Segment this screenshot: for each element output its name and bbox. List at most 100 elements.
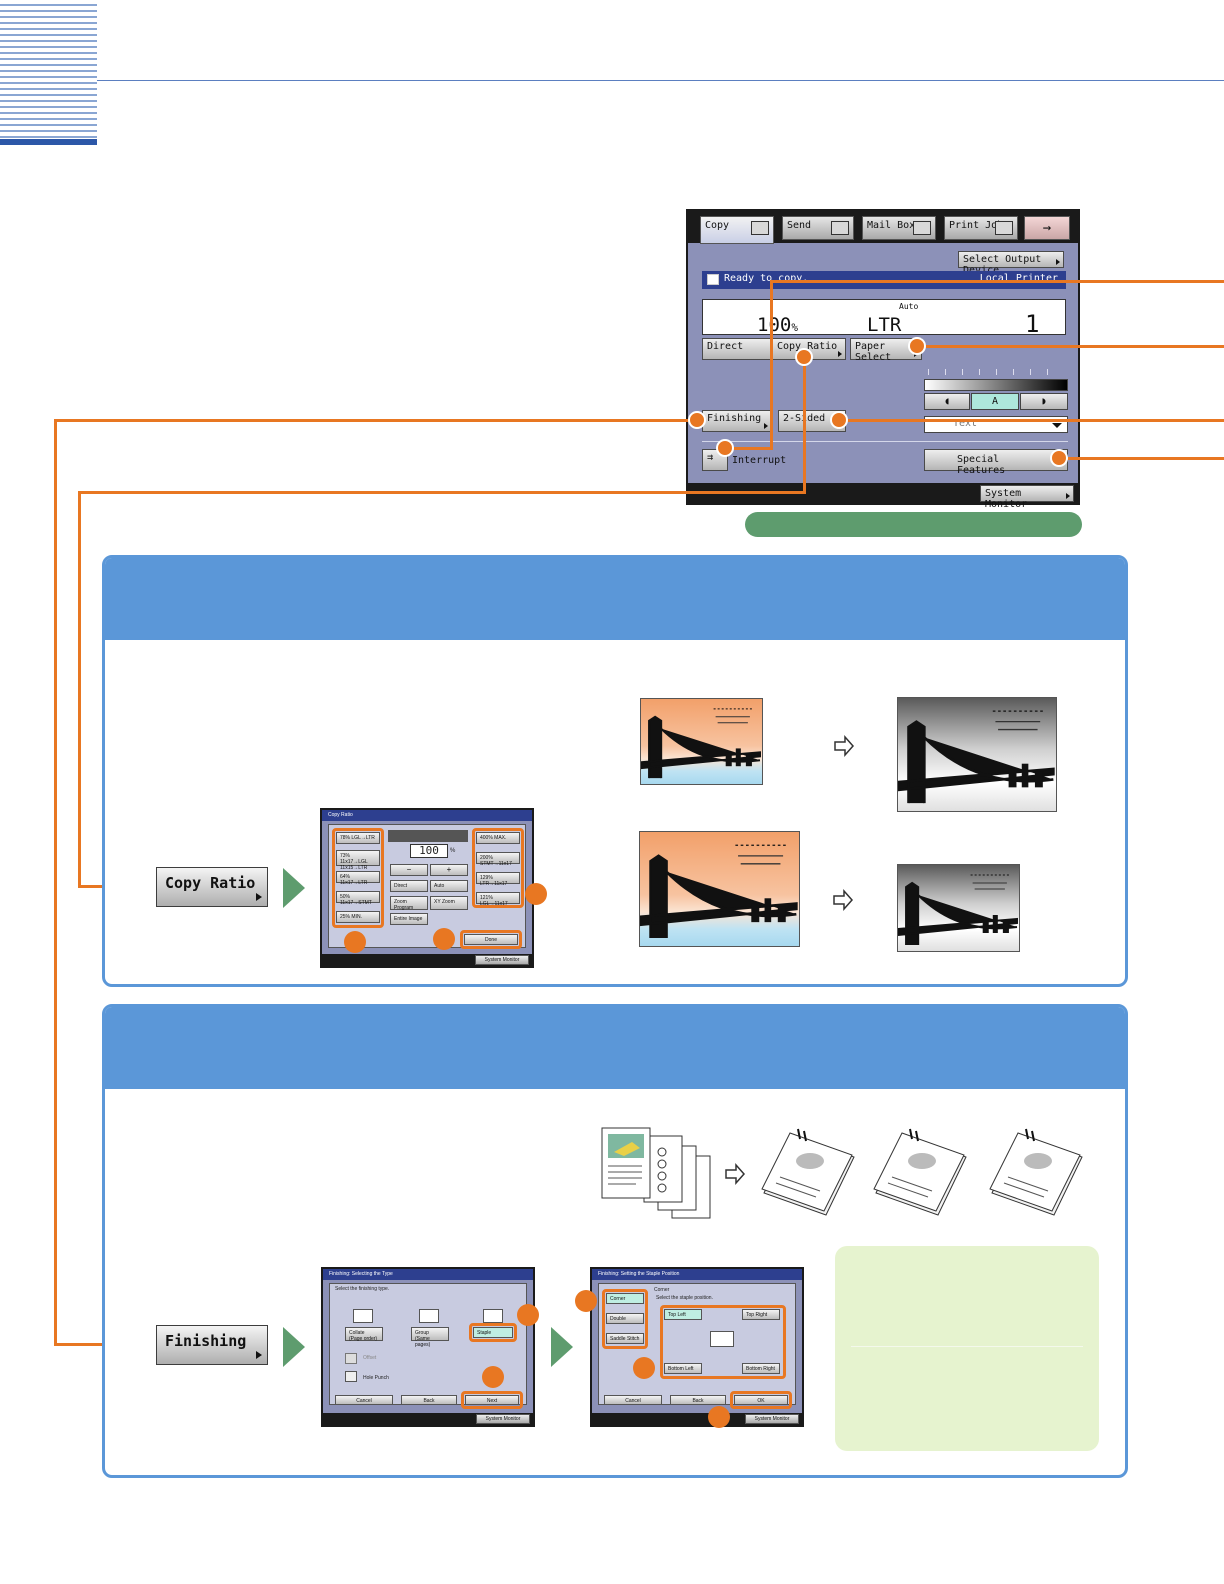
preset-78-button[interactable]: 78% LGL→LTR	[336, 832, 380, 844]
density-darker-icon[interactable]: ◗	[1020, 393, 1068, 410]
preset-25-button[interactable]: 25% MIN.	[336, 911, 380, 923]
direct-button[interactable]: Direct	[702, 338, 772, 360]
density-lighter-icon[interactable]: ◖	[924, 393, 970, 410]
entire-image-button[interactable]: Entire Image	[390, 913, 428, 925]
ratio-auto-button[interactable]: Auto	[430, 880, 468, 892]
finishing-type-prompt: Select the finishing type.	[335, 1286, 390, 1292]
callout-line-paper-select	[916, 345, 1224, 348]
tab-copy[interactable]: Copy	[700, 216, 774, 244]
preset-73-button[interactable]: 73% 11x17→LGL 11x15→LTR	[336, 850, 380, 871]
original-documents-illustration	[601, 1127, 711, 1219]
staple-corner-button[interactable]: Corner	[606, 1293, 644, 1304]
send-icon	[831, 221, 849, 235]
ratio-direct-button[interactable]: Direct	[390, 880, 428, 892]
preset-200-button[interactable]: 200% STMT→11x17	[476, 852, 520, 867]
finishing-type-screen: Finishing: Selecting the Type Select the…	[321, 1267, 535, 1427]
ratio-done-button[interactable]: Done	[464, 934, 518, 945]
step-marker-reduce	[344, 931, 366, 953]
staple-double-button[interactable]: Double	[606, 1313, 644, 1324]
bridge-reduced-copy	[897, 864, 1020, 952]
staple-cancel-button[interactable]: Cancel	[604, 1395, 662, 1405]
stapled-document-2-illustration	[873, 1128, 967, 1216]
note-rule	[851, 1346, 1083, 1347]
ratio-plus-button[interactable]: +	[430, 864, 468, 876]
xy-zoom-button[interactable]: XY Zoom	[430, 896, 468, 910]
callout-dot-copy-ratio	[795, 348, 813, 366]
copy-main-screen: Copy Send Mail Box Print Job → Select Ou…	[686, 209, 1080, 510]
status-text: Ready to copy.	[724, 273, 809, 284]
enlarge-arrow-icon	[834, 735, 855, 757]
offset-label: Offset	[363, 1355, 377, 1361]
green-caption-pill	[745, 512, 1082, 537]
tab-send[interactable]: Send	[782, 216, 854, 240]
collate-button[interactable]: Collate (Page order)	[345, 1327, 383, 1342]
step-marker-staple-type	[575, 1290, 597, 1312]
tab-print-job[interactable]: Print Job	[944, 216, 1018, 240]
ratio-system-monitor-button[interactable]: System Monitor	[475, 955, 529, 965]
finishing-back-button[interactable]: Back	[401, 1395, 457, 1405]
paper-auto-label: Auto	[899, 302, 919, 311]
staple-preview-icon	[710, 1331, 734, 1347]
staple-position-screen: Finishing: Setting the Staple Position C…	[590, 1267, 804, 1427]
ratio-value-field[interactable]: 100	[410, 844, 448, 858]
saddle-stitch-button[interactable]: Saddle Stitch	[606, 1333, 644, 1344]
staple-ok-button[interactable]: OK	[734, 1395, 788, 1405]
staple-button[interactable]: Staple	[473, 1327, 513, 1338]
ratio-minus-button[interactable]: −	[390, 864, 428, 876]
copy-ratio-feature-button[interactable]: Copy Ratio	[156, 867, 268, 907]
callout-line-special-features	[1058, 457, 1224, 460]
callout-line-two-sided	[838, 419, 1224, 422]
finishing2-system-monitor-button[interactable]: System Monitor	[745, 1414, 799, 1424]
bridge-enlarged-copy	[897, 697, 1057, 812]
hole-punch-icon[interactable]	[345, 1371, 357, 1382]
select-output-device-label: Select Output Device	[963, 254, 1042, 276]
preset-50-button[interactable]: 50% 11x17→STMT	[336, 891, 380, 906]
callout-line-1	[770, 280, 1224, 283]
group-button[interactable]: Group (Same pages)	[411, 1327, 449, 1348]
staple-top-left-button[interactable]: Top Left	[664, 1309, 702, 1320]
staple-bottom-right-button[interactable]: Bottom Right	[742, 1363, 780, 1374]
copy-ratio-screen-title: Copy Ratio	[322, 810, 532, 821]
finishing-arrow-icon	[725, 1163, 746, 1185]
preset-121-button[interactable]: 121% LGL→11x17	[476, 892, 520, 907]
copy-ratio-feature-label: Copy Ratio	[165, 874, 256, 892]
finishing-button[interactable]: Finishing	[702, 410, 772, 432]
staple-bottom-left-button[interactable]: Bottom Left	[664, 1363, 702, 1374]
density-scale[interactable]	[924, 379, 1068, 391]
ratio-info-bar	[388, 830, 468, 842]
select-output-device-button[interactable]: Select Output Device	[958, 251, 1064, 276]
copy-ratio-section-header	[105, 558, 1125, 640]
staple-position-highlight	[660, 1305, 786, 1379]
finishing1-system-monitor-button[interactable]: System Monitor	[476, 1414, 530, 1424]
note-box	[835, 1246, 1099, 1451]
callout-line-1-vertical	[770, 280, 773, 450]
tab-mail-box[interactable]: Mail Box	[862, 216, 936, 240]
tab-copy-label: Copy	[705, 220, 730, 231]
staple-type-highlight	[602, 1289, 648, 1349]
offset-icon[interactable]	[345, 1353, 357, 1364]
finishing-cancel-button[interactable]: Cancel	[335, 1395, 393, 1405]
density-ticks	[928, 369, 1064, 375]
mailbox-icon	[913, 221, 931, 235]
local-printer-text: Local Printer	[979, 273, 1058, 284]
staple-icon	[483, 1309, 503, 1323]
staple-back-button[interactable]: Back	[670, 1395, 726, 1405]
system-monitor-button[interactable]: System Monitor	[980, 485, 1074, 510]
special-features-button[interactable]: Special Features	[924, 449, 1068, 476]
step-arrow-icon-2	[283, 1327, 305, 1367]
preset-64-button[interactable]: 64% 11x17→LTR	[336, 871, 380, 886]
density-auto-button[interactable]: A	[971, 393, 1019, 410]
next-tab-arrow-icon[interactable]: →	[1024, 216, 1070, 240]
copy-ratio-callout-vertical	[78, 491, 81, 888]
ratio-unit-label: %	[450, 848, 456, 854]
ratio-unit: %	[791, 321, 798, 334]
zoom-program-button[interactable]: Zoom Program	[390, 896, 428, 911]
finishing-next-button[interactable]: Next	[465, 1395, 519, 1405]
staple-top-right-button[interactable]: Top Right	[742, 1309, 780, 1320]
finishing-feature-button[interactable]: Finishing	[156, 1325, 268, 1365]
done-highlight	[460, 930, 522, 949]
preset-129-button[interactable]: 129% LTR→11x17	[476, 872, 520, 887]
staple-position-prompt: Select the staple position.	[656, 1295, 713, 1301]
preset-400-button[interactable]: 400% MAX.	[476, 832, 520, 844]
staple-highlight	[469, 1323, 517, 1342]
